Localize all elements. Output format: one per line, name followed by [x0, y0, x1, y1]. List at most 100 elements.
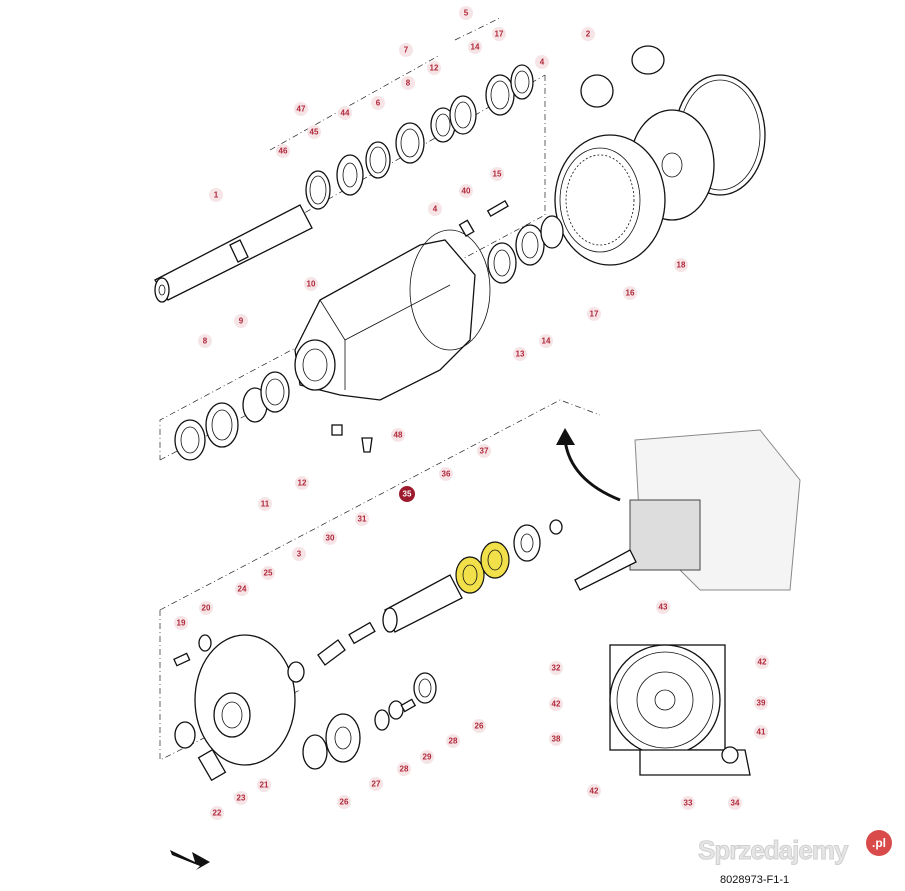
callout-34: 34 [731, 799, 740, 808]
callout-badge [369, 777, 383, 791]
callout-badge [468, 40, 482, 54]
callout-31: 31 [358, 515, 367, 524]
callout-33: 33 [684, 799, 693, 808]
callout-badge [472, 719, 486, 733]
callout-badge [261, 566, 275, 580]
callout-badge [397, 762, 411, 776]
callout-41: 41 [757, 728, 766, 737]
callout-badge [292, 547, 306, 561]
callout-26: 26 [475, 722, 484, 731]
callout-48: 48 [394, 431, 403, 440]
watermark: Sprzedajemy [697, 835, 848, 865]
callout-42: 42 [590, 787, 599, 796]
callout-37: 37 [480, 447, 489, 456]
callout-badge [355, 512, 369, 526]
callout-badge [198, 334, 212, 348]
callout-badge [371, 96, 385, 110]
housing-10 [294, 229, 491, 453]
callout-badge [234, 314, 248, 328]
callout-badge [681, 796, 695, 810]
callout-42: 42 [758, 658, 767, 667]
callout-3: 3 [297, 550, 302, 559]
callout-28: 28 [449, 737, 458, 746]
callout-21: 21 [260, 781, 269, 790]
callout-24: 24 [238, 585, 247, 594]
callout-16: 16 [626, 289, 635, 298]
callout-12: 12 [430, 64, 439, 73]
direction-arrow-icon [170, 850, 210, 870]
callout-badge [323, 531, 337, 545]
callout-27: 27 [372, 780, 381, 789]
callout-badge [459, 184, 473, 198]
callout-11: 11 [261, 500, 270, 509]
highlighted-ring-35 [455, 556, 485, 594]
callout-badge [674, 258, 688, 272]
callout-6: 6 [376, 99, 381, 108]
callout-badge [446, 734, 460, 748]
callout-badge [209, 188, 223, 202]
callout-43: 43 [659, 603, 668, 612]
callout-39: 39 [757, 699, 766, 708]
callout-35: 35 [403, 490, 412, 499]
callout-29: 29 [423, 753, 432, 762]
callout-badge [174, 616, 188, 630]
shaft-rings [305, 64, 534, 210]
callout-badge [754, 725, 768, 739]
callout-22: 22 [213, 809, 222, 818]
callout-badge [535, 55, 549, 69]
callout-badge [276, 144, 290, 158]
callout-23: 23 [237, 794, 246, 803]
callout-badge [295, 476, 309, 490]
callout-12: 12 [298, 479, 307, 488]
callout-5: 5 [464, 9, 469, 18]
callout-14: 14 [471, 43, 480, 52]
callout-badge [513, 347, 527, 361]
bearing-rings-left [174, 371, 290, 461]
callout-badge [338, 106, 352, 120]
callout-47: 47 [297, 105, 306, 114]
callout-26: 26 [340, 798, 349, 807]
callout-30: 30 [326, 534, 335, 543]
callout-badge [337, 795, 351, 809]
callout-badge [420, 750, 434, 764]
callout-19: 19 [177, 619, 186, 628]
callout-32: 32 [552, 664, 561, 673]
callout-28: 28 [400, 765, 409, 774]
callout-20: 20 [202, 604, 211, 613]
callout-8: 8 [406, 79, 411, 88]
callout-badge [304, 277, 318, 291]
watermark-suffix: .pl [866, 830, 892, 856]
callout-9: 9 [239, 317, 244, 326]
tractor-location-inset [556, 428, 801, 591]
callout-42: 42 [552, 700, 561, 709]
pinion-shaft-group [348, 519, 563, 645]
callout-25: 25 [264, 569, 273, 578]
callout-badge [492, 27, 506, 41]
callout-badge [258, 497, 272, 511]
callout-7: 7 [404, 46, 409, 55]
callout-badge [754, 696, 768, 710]
callout-10: 10 [307, 280, 316, 289]
callout-2: 2 [586, 30, 591, 39]
callout-badge [428, 202, 442, 216]
callout-38: 38 [552, 735, 561, 744]
callout-badge [477, 444, 491, 458]
callout-18: 18 [677, 261, 686, 270]
callout-45: 45 [310, 128, 319, 137]
drawing-code: 8028973-F1-1 [720, 874, 790, 886]
callout-badge [490, 167, 504, 181]
planet-carrier-group [173, 634, 437, 782]
callout-badge [294, 102, 308, 116]
callout-badge [210, 806, 224, 820]
callout-14: 14 [542, 337, 551, 346]
callout-badge [234, 791, 248, 805]
callout-badge [307, 125, 321, 139]
callout-badge [587, 784, 601, 798]
end-view-drawing [609, 644, 751, 776]
callout-badge [623, 286, 637, 300]
callout-badge [656, 600, 670, 614]
callout-46: 46 [279, 147, 288, 156]
callout-badge [755, 655, 769, 669]
